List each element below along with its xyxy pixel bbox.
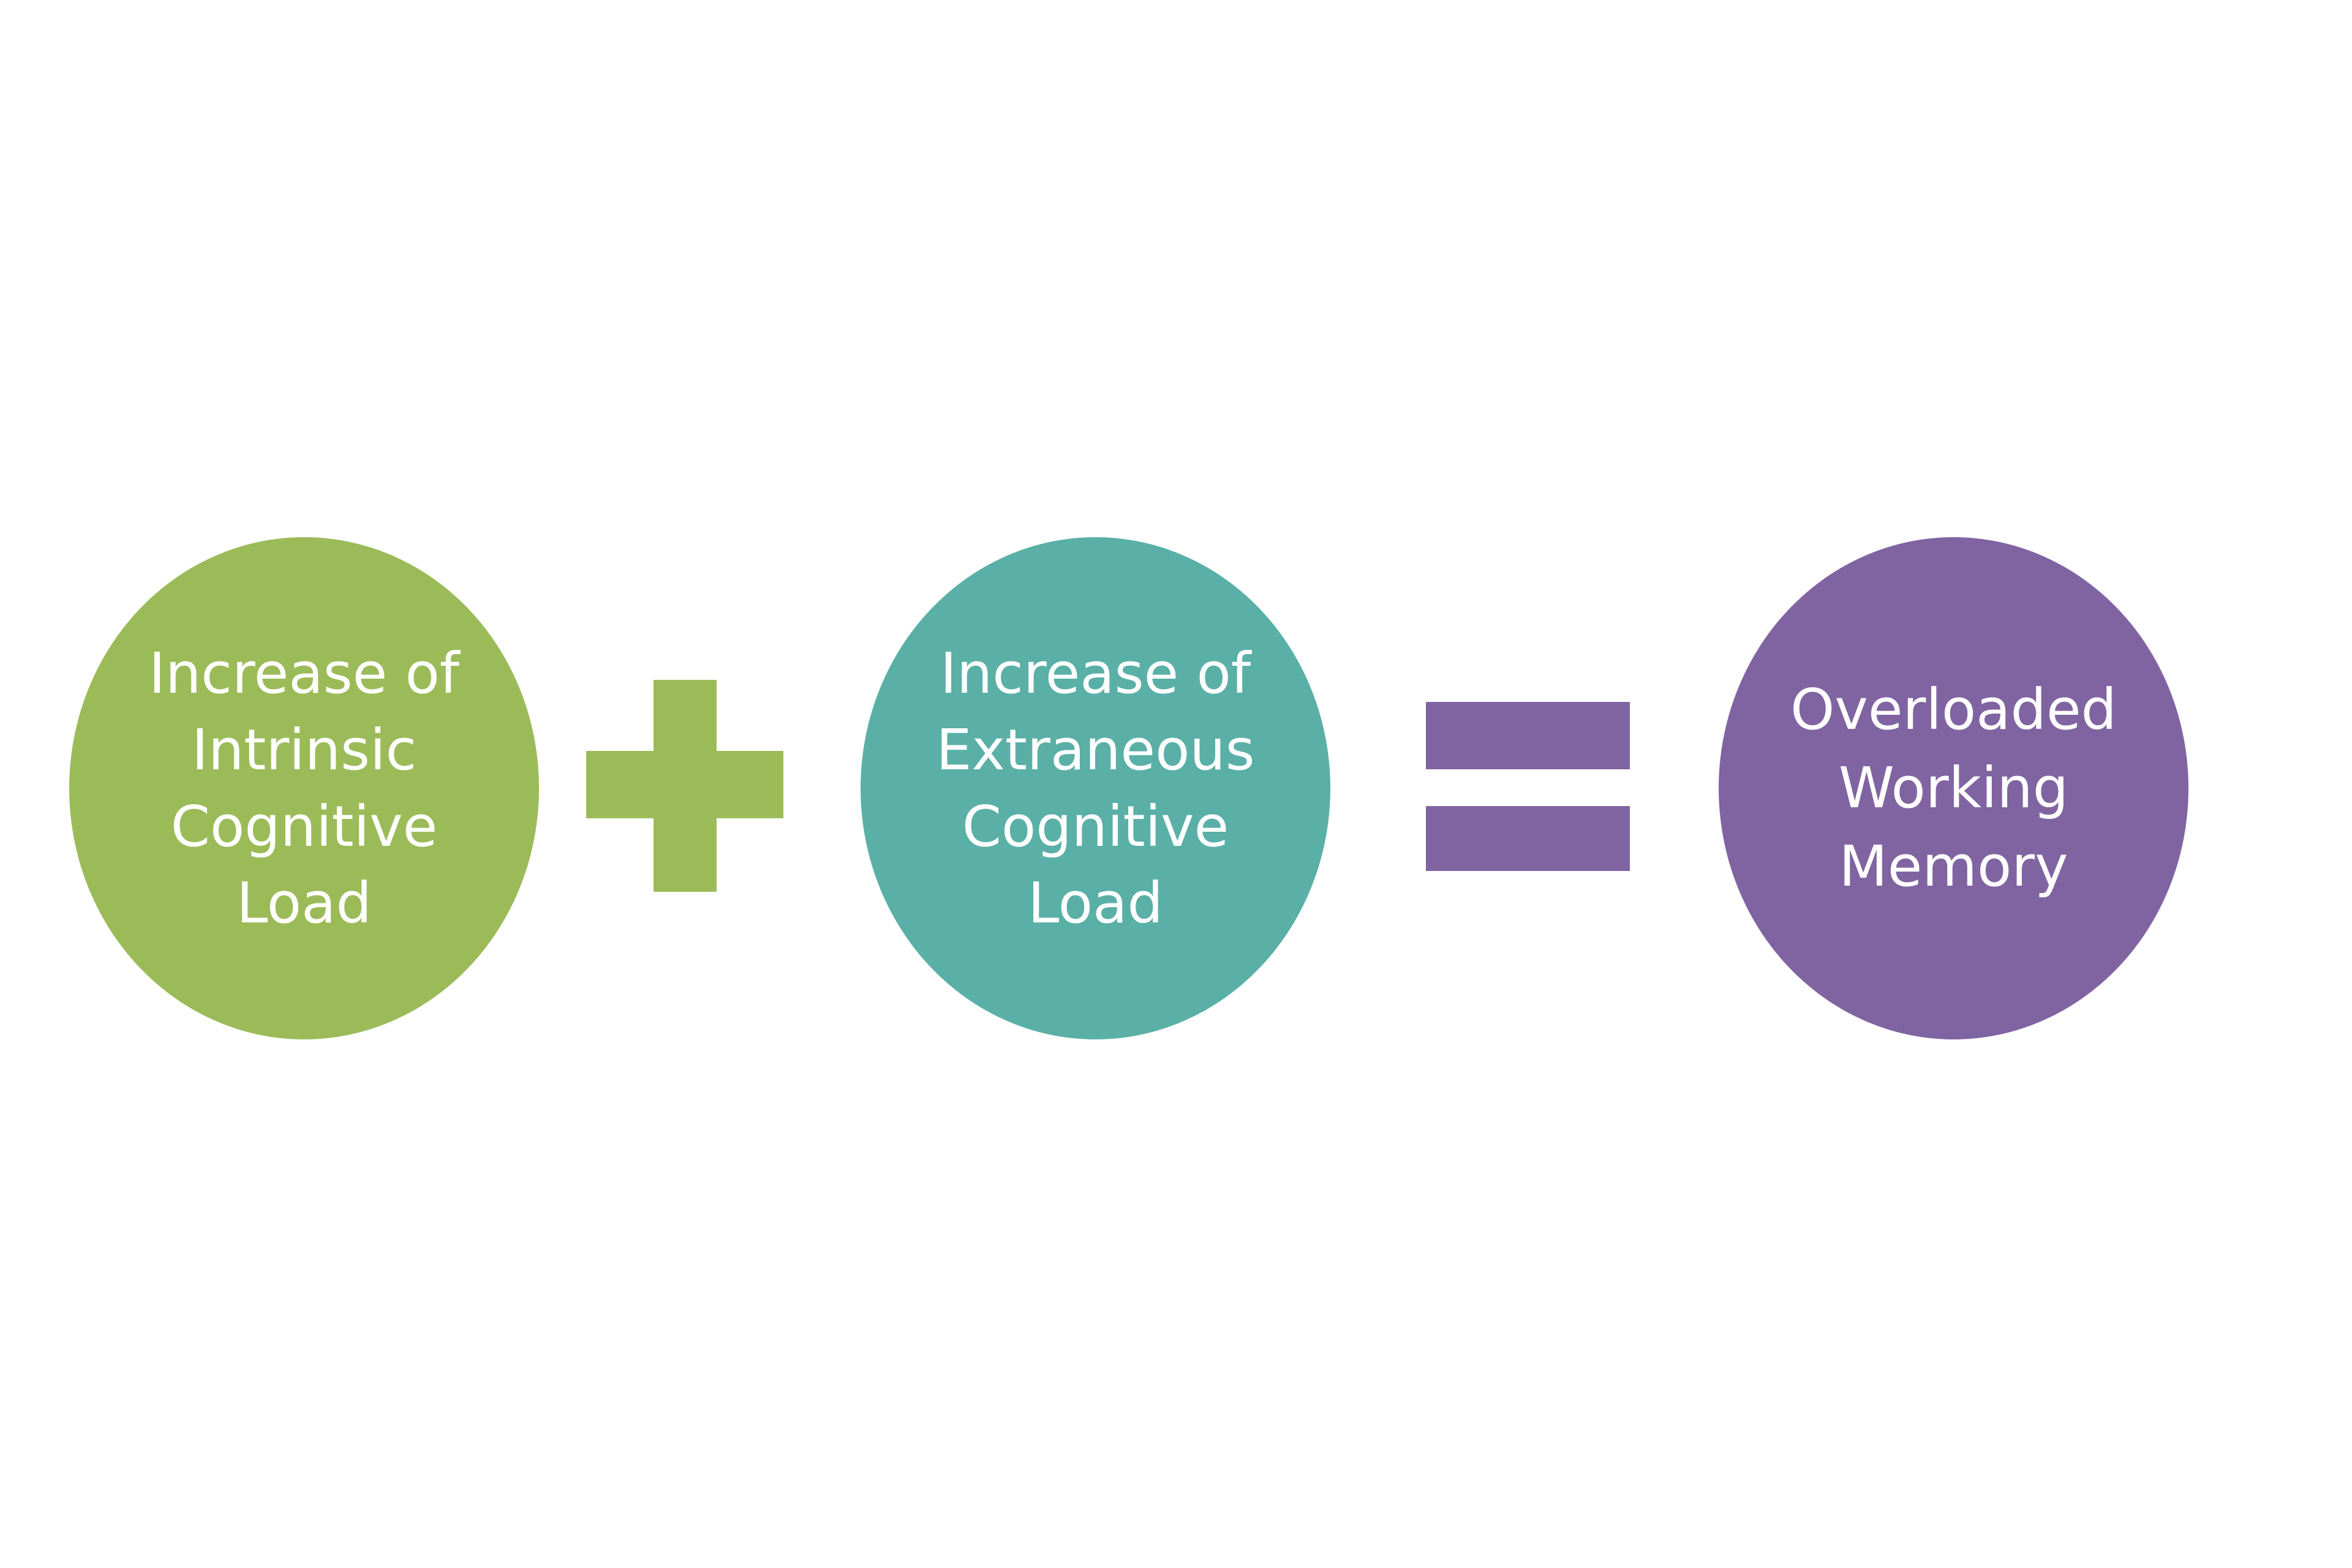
equals-icon-top-bar (1426, 702, 1630, 769)
plus-icon-horizontal-bar (586, 751, 783, 818)
extraneous-load-label-line-4: Load (1028, 870, 1163, 936)
overloaded-memory-label-line-1: Overloaded (1790, 677, 2117, 742)
overloaded-memory-label-line-3: Memory (1839, 834, 2068, 899)
overloaded-memory-circle: Overloaded Working Memory (1719, 537, 2188, 1039)
extraneous-load-label-line-3: Cognitive (962, 794, 1229, 859)
extraneous-load-label-line-2: Extraneous (936, 717, 1255, 783)
intrinsic-load-label-line-2: Intrinsic (191, 717, 417, 783)
overloaded-memory-label: Overloaded Working Memory (1790, 671, 2117, 906)
intrinsic-load-label: Increase of Intrinsic Cognitive Load (149, 635, 459, 941)
intrinsic-load-circle: Increase of Intrinsic Cognitive Load (69, 537, 539, 1039)
intrinsic-load-label-line-4: Load (236, 870, 372, 936)
overloaded-memory-label-line-2: Working (1838, 755, 2069, 821)
intrinsic-load-label-line-3: Cognitive (170, 794, 438, 859)
extraneous-load-circle: Increase of Extraneous Cognitive Load (861, 537, 1330, 1039)
extraneous-load-label: Increase of Extraneous Cognitive Load (936, 635, 1254, 941)
equals-icon-bottom-bar (1426, 806, 1630, 871)
extraneous-load-label-line-1: Increase of (940, 641, 1251, 706)
intrinsic-load-label-line-1: Increase of (148, 641, 460, 706)
